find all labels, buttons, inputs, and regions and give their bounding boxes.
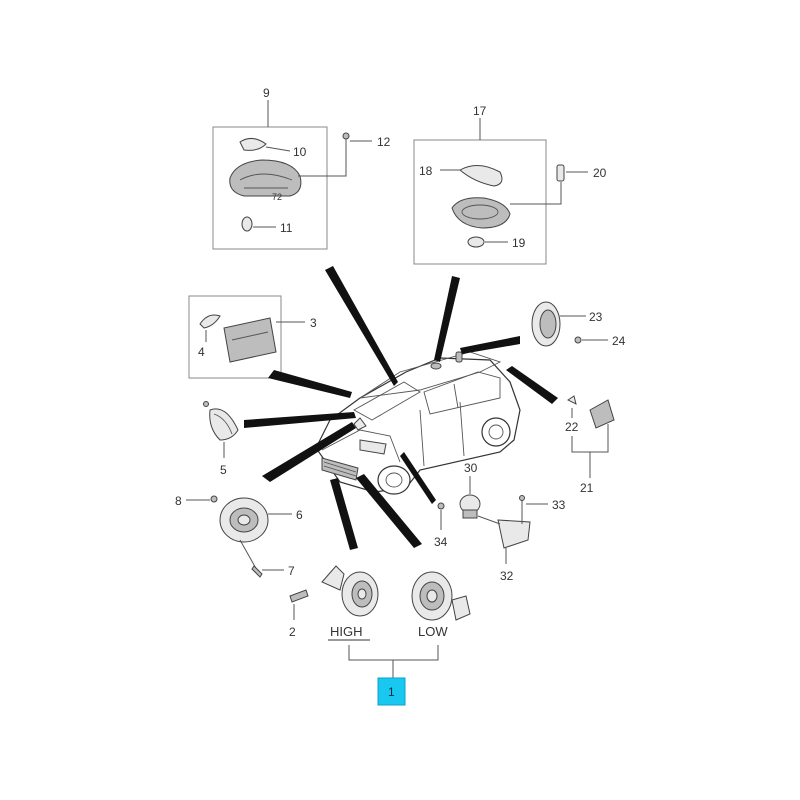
callout-4[interactable]: 4 bbox=[198, 345, 205, 359]
group-3-frame bbox=[188, 295, 282, 379]
screw-33-part bbox=[519, 495, 525, 501]
callout-32[interactable]: 32 bbox=[500, 569, 514, 583]
callout-5[interactable]: 5 bbox=[220, 463, 227, 477]
car-grille bbox=[321, 457, 359, 481]
bulb-11-part bbox=[241, 216, 253, 232]
callout-33[interactable]: 33 bbox=[552, 498, 566, 512]
bulb-19-part bbox=[467, 236, 485, 248]
callout-6[interactable]: 6 bbox=[296, 508, 303, 522]
item-6-speaker: 8 6 7 bbox=[175, 494, 303, 578]
callout-11[interactable]: 11 bbox=[280, 221, 293, 235]
group-9-dome-lamp: 9 10 72 12 11 bbox=[212, 86, 391, 250]
rear-wheel bbox=[481, 417, 511, 447]
callout-20[interactable]: 20 bbox=[593, 166, 607, 180]
screw-24-part bbox=[574, 336, 582, 344]
item-32-bracket: 30 32 33 bbox=[459, 461, 566, 583]
callout-8[interactable]: 8 bbox=[175, 494, 182, 508]
callout-23[interactable]: 23 bbox=[589, 310, 603, 324]
callout-9[interactable]: 9 bbox=[263, 86, 270, 100]
dome-lamp-housing-part bbox=[229, 159, 302, 197]
callout-1[interactable]: 1 bbox=[388, 685, 395, 699]
horn-high-label: HIGH bbox=[330, 624, 363, 639]
group-9-frame bbox=[212, 126, 328, 250]
group-3-license-lamp: 4 3 bbox=[188, 295, 317, 379]
map-lamp-housing-part bbox=[451, 197, 511, 229]
horn-low-label: LOW bbox=[418, 624, 448, 639]
callout-3[interactable]: 3 bbox=[310, 316, 317, 330]
bolt-2-part bbox=[289, 589, 309, 603]
side-lamp-part bbox=[209, 408, 239, 441]
item-23-rear-speaker: 23 24 bbox=[531, 301, 626, 348]
callout-18[interactable]: 18 bbox=[419, 164, 433, 178]
lamp-lens-part bbox=[239, 138, 267, 151]
callout-22[interactable]: 22 bbox=[565, 420, 579, 434]
svg-text:72: 72 bbox=[272, 192, 282, 202]
item-1-horns: 2 HIGH LOW 1 bbox=[289, 565, 471, 706]
callout-19[interactable]: 19 bbox=[512, 236, 526, 250]
nut-34-part bbox=[437, 502, 445, 510]
callout-10[interactable]: 10 bbox=[293, 145, 307, 159]
car-illustration bbox=[315, 351, 521, 495]
callout-34[interactable]: 34 bbox=[434, 535, 448, 549]
screw-7-part bbox=[251, 565, 263, 578]
callout-2[interactable]: 2 bbox=[289, 625, 296, 639]
bulb-4-part bbox=[199, 314, 221, 329]
item-21-marker-lamp: 22 21 bbox=[565, 395, 615, 495]
screw-12-part bbox=[342, 132, 350, 140]
item-34-nut: 34 bbox=[434, 502, 448, 549]
license-lamp-housing-part bbox=[223, 317, 277, 363]
callout-12[interactable]: 12 bbox=[377, 135, 391, 149]
screw-20-part bbox=[556, 164, 565, 182]
callout-24[interactable]: 24 bbox=[612, 334, 626, 348]
nut-8-part bbox=[210, 495, 218, 503]
callout-7[interactable]: 7 bbox=[288, 564, 295, 578]
pointer-wedges bbox=[244, 266, 558, 550]
clip-22-part bbox=[567, 395, 577, 405]
map-lamp-lens-part bbox=[459, 165, 503, 187]
front-wheel bbox=[377, 465, 411, 495]
highlight-callout-box[interactable] bbox=[377, 677, 406, 706]
marker-lamp-part bbox=[589, 399, 615, 429]
item-5-side-lamp: 5 bbox=[203, 401, 239, 477]
group-17-map-lamp: 17 18 20 19 bbox=[413, 104, 607, 265]
callout-17[interactable]: 17 bbox=[473, 104, 487, 118]
callout-30[interactable]: 30 bbox=[464, 461, 478, 475]
callout-21[interactable]: 21 bbox=[580, 481, 594, 495]
bracket-32-part bbox=[497, 519, 531, 549]
